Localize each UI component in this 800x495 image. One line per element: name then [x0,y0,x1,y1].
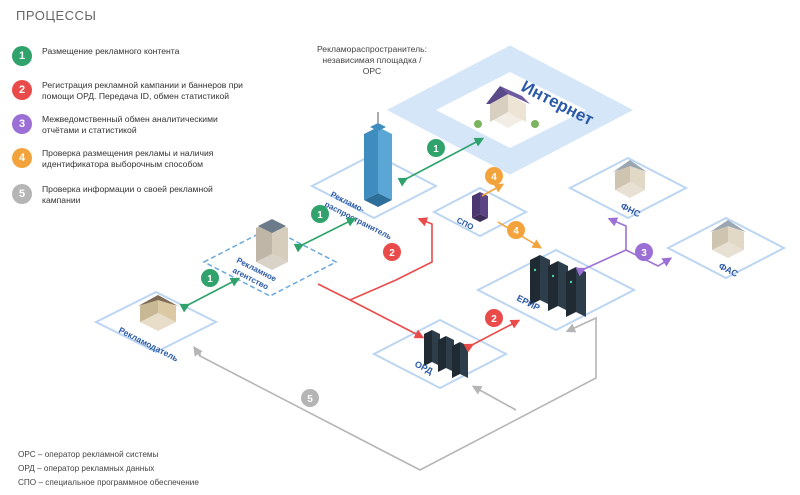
footnote-ord: ОРД – оператор рекламных данных [18,464,155,473]
legend-badge-1: 1 [12,46,32,66]
fas-tile: ФАС [665,216,787,279]
skyscraper-icon [364,112,392,207]
footnote-ors: ОРС – оператор рекламной системы [18,450,159,459]
legend-line: Размещение рекламного контента [42,46,180,56]
process-3-arrows [575,217,673,277]
svg-text:4: 4 [491,172,497,183]
svg-text:1: 1 [207,274,213,285]
publisher-caption: Рекламораспространитель: независимая пло… [312,44,432,77]
marker-1b: 1 [311,205,329,223]
marker-1c: 1 [427,139,445,157]
spo-server-icon [472,192,488,222]
caption-line: независимая площадка / ОРС [322,55,422,76]
legend-line: Межведомственный обмен аналитическими [42,114,218,124]
ord-tile: ОРД [371,318,509,390]
fas-building-icon [710,220,746,258]
svg-text:5: 5 [307,394,313,405]
legend-text-1: Размещение рекламного контента [42,46,252,57]
legend-line: Проверка информации о своей рекламной [42,184,213,194]
svg-text:3: 3 [641,248,647,259]
legend-item-1: 1 Размещение рекламного контента [12,46,252,66]
marker-5: 5 [301,389,319,407]
ord-servers-icon [424,330,468,378]
marker-2b: 2 [485,309,503,327]
marker-1a: 1 [201,269,219,287]
fns-building-icon [613,160,647,198]
internet-tile: Интернет [386,45,634,175]
legend-badge-4: 4 [12,148,32,168]
marker-2a: 2 [383,243,401,261]
advertiser-shop-icon [138,295,178,331]
legend-line: помощи ОРД. Передача ID, обмен статистик… [42,91,230,101]
svg-text:2: 2 [389,248,395,259]
house-icon [474,86,539,128]
publisher-tile: Рекламо- распространитель [309,112,439,241]
erir-servers-icon [530,255,586,317]
svg-text:4: 4 [513,226,519,237]
svg-text:1: 1 [317,210,323,221]
marker-3: 3 [635,243,653,261]
caption-line: Рекламораспространитель: [316,44,428,54]
legend-text-2: Регистрация рекламной кампании и баннеро… [42,80,252,102]
legend-badge-3: 3 [12,114,32,134]
legend-line: Проверка размещения рекламы и наличия [42,148,214,158]
agency-tile: Рекламное агентство [202,219,338,297]
marker-4a: 4 [485,167,503,185]
process-5-arrows [193,316,597,471]
fns-tile: ФНС [567,156,689,219]
marker-4b: 4 [507,221,525,239]
legend-line: кампании [42,195,81,205]
legend-badge-5: 5 [12,184,32,204]
process-1-arrows [179,137,485,313]
agency-building-icon [256,219,288,270]
legend-line: идентификатора выборочным способом [42,159,204,169]
svg-text:2: 2 [491,314,497,325]
process-2-arrows [317,217,521,353]
legend-line: отчётами и статистикой [42,125,137,135]
svg-text:1: 1 [433,144,439,155]
legend-line: Регистрация рекламной кампании и баннеро… [42,80,243,90]
page-title: ПРОЦЕССЫ [16,8,97,23]
legend-badge-2: 2 [12,80,32,100]
footnote-spo: СПО – специальное программное обеспечени… [18,478,199,487]
legend-item-2: 2 Регистрация рекламной кампании и банне… [12,80,252,102]
